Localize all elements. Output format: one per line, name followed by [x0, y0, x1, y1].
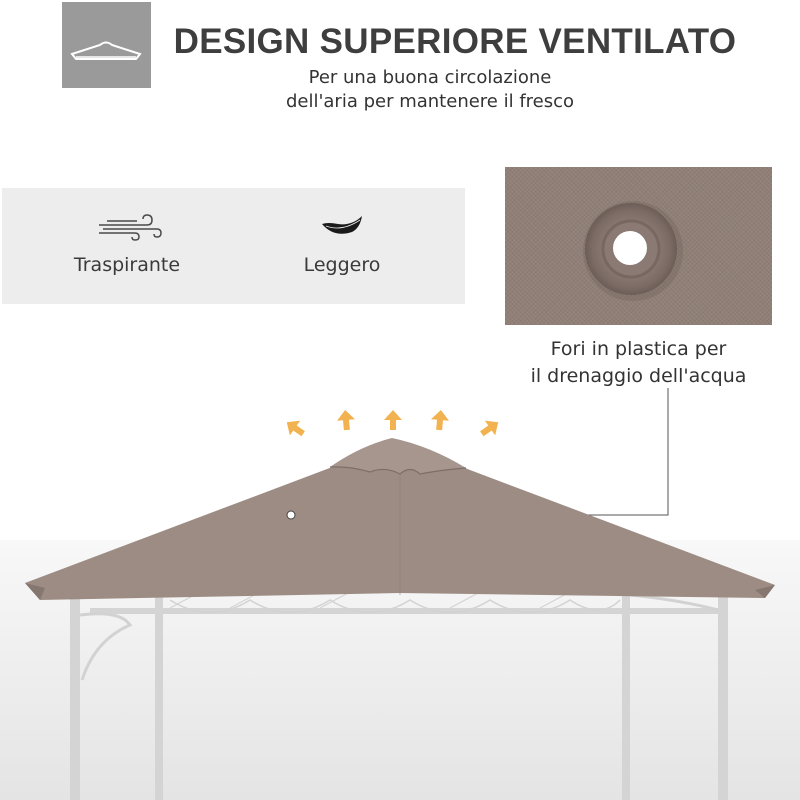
feature-lightweight: Leggero	[242, 188, 442, 304]
wind-icon	[27, 212, 227, 242]
arrow-up-right-icon	[480, 420, 499, 437]
subtitle-line-1: Per una buona circolazione	[308, 67, 552, 88]
gazebo-canopy-illustration	[25, 388, 775, 800]
arrow-up-left-icon	[286, 420, 305, 437]
subtitle-line-2: dell'aria per mantenere il fresco	[285, 91, 575, 112]
caption-line-1: Fori in plastica per	[550, 338, 727, 360]
gazebo-frame	[70, 590, 728, 800]
feature-label: Traspirante	[73, 254, 181, 276]
feature-breathable: Traspirante	[27, 188, 227, 304]
feather-icon	[242, 212, 442, 242]
drainage-caption: Fori in plastica per il drenaggio dell'a…	[505, 336, 772, 390]
canopy	[25, 438, 775, 600]
arrow-up-icon	[384, 410, 402, 430]
feature-label: Leggero	[303, 254, 381, 276]
feature-panel: Traspirante Leggero	[2, 188, 465, 304]
gazebo-roof-icon	[62, 2, 151, 88]
caption-line-2: il drenaggio dell'acqua	[530, 365, 747, 387]
subtitle: Per una buona circolazione dell'aria per…	[250, 66, 610, 114]
arrow-up-icon	[337, 410, 355, 431]
airflow-arrows	[286, 410, 499, 437]
drainage-hole-closeup-image	[505, 167, 772, 325]
arrow-up-icon	[431, 410, 449, 431]
page-title: DESIGN SUPERIORE VENTILATO	[173, 22, 737, 61]
